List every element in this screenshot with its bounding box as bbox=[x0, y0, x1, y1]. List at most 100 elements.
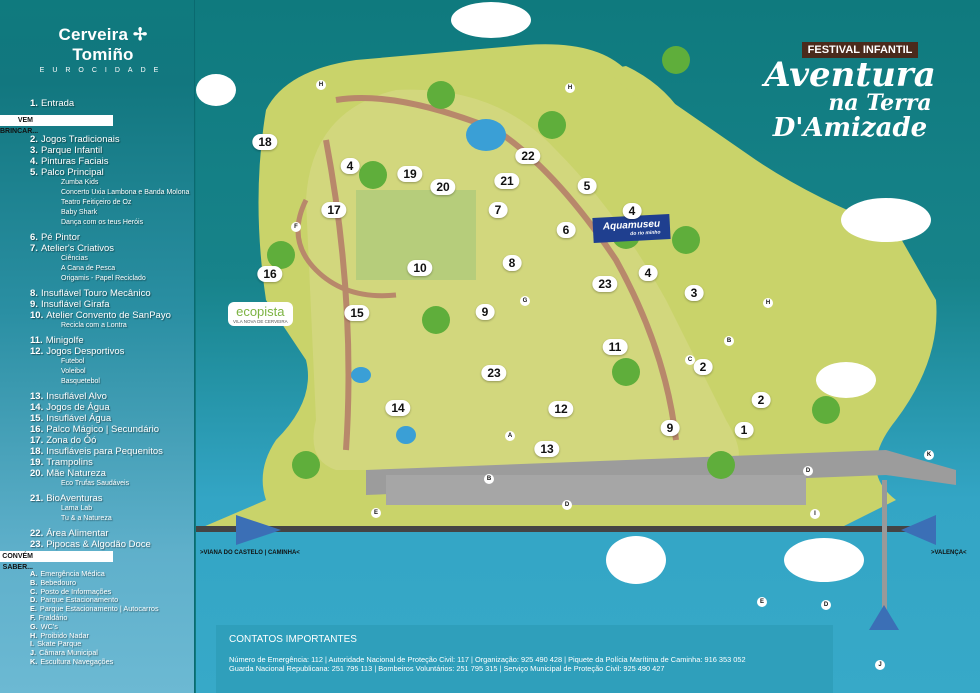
map-marker[interactable]: 13 bbox=[534, 441, 560, 457]
legend-subitem: Eco Trufas Saudáveis bbox=[61, 480, 130, 487]
service-marker[interactable]: F bbox=[291, 222, 301, 232]
map-marker[interactable]: 11 bbox=[602, 339, 628, 355]
map-marker[interactable]: 18 bbox=[252, 134, 278, 150]
map-marker[interactable]: 21 bbox=[494, 173, 520, 189]
contacts-line-2: Guarda Nacional Republicana: 251 795 113… bbox=[229, 664, 665, 673]
service-marker[interactable]: E bbox=[757, 597, 767, 607]
legend-item: 9.Insuflável Girafa bbox=[30, 299, 110, 310]
legend-item: 16.Palco Mágico | Secundário bbox=[30, 424, 160, 435]
map-marker[interactable]: 4 bbox=[340, 158, 360, 174]
service-marker[interactable]: K bbox=[924, 450, 934, 460]
map-marker[interactable]: 23 bbox=[481, 365, 507, 381]
legend-subitem: Voleibol bbox=[61, 368, 86, 375]
map-marker[interactable]: 8 bbox=[502, 255, 522, 271]
map-marker[interactable]: 15 bbox=[344, 305, 370, 321]
legend-item-entrada: 1.Entrada bbox=[30, 98, 75, 109]
service-marker[interactable]: C bbox=[685, 355, 695, 365]
legend-service: F.Fraldário bbox=[30, 612, 68, 622]
map-marker[interactable]: 23 bbox=[592, 276, 618, 292]
service-marker[interactable]: B bbox=[484, 474, 494, 484]
legend-item: 23.Pipocas & Algodão Doce bbox=[30, 539, 151, 550]
legend-subitem: Futebol bbox=[61, 358, 85, 365]
map-marker[interactable]: 1 bbox=[734, 422, 754, 438]
service-marker[interactable]: D bbox=[821, 600, 831, 610]
legend-item: 22.Área Alimentar bbox=[30, 528, 109, 539]
legend-item: 11.Minigolfe bbox=[30, 335, 84, 346]
logo: Cerveira ✢ Tomiño EUROCIDADE bbox=[28, 25, 178, 74]
contacts-line-1: Número de Emergência: 112 | Autoridade N… bbox=[229, 655, 746, 664]
legend-item: 19.Trampolins bbox=[30, 457, 93, 468]
map-marker[interactable]: 12 bbox=[548, 401, 574, 417]
map-marker[interactable]: 4 bbox=[622, 203, 642, 219]
map-marker[interactable]: 2 bbox=[751, 392, 771, 408]
legend-item: 4.Pinturas Faciais bbox=[30, 156, 109, 167]
legend-subitem: Dança com os teus Heróis bbox=[61, 219, 144, 226]
title-line-2: na Terra bbox=[828, 90, 932, 116]
legend-subitem: Concerto Uxia Lambona e Banda Molona bbox=[61, 189, 190, 196]
legend-subitem: Lama Lab bbox=[61, 505, 93, 512]
legend-item: 17.Zona do Óó bbox=[30, 435, 97, 446]
map-marker[interactable]: 3 bbox=[684, 285, 704, 301]
legend-service: I.Skate Parque bbox=[30, 639, 82, 649]
legend-service: B.Bebedouro bbox=[30, 577, 77, 587]
service-marker[interactable]: H bbox=[763, 298, 773, 308]
map-marker[interactable]: 6 bbox=[556, 222, 576, 238]
legend-subitem: Baby Shark bbox=[61, 209, 98, 216]
map-marker[interactable]: 20 bbox=[430, 179, 456, 195]
title-line-1: Aventura bbox=[764, 55, 936, 95]
title-line-3: D'Amizade bbox=[772, 113, 928, 143]
legend-subitem: Teatro Feitiçeiro de Oz bbox=[61, 199, 132, 206]
legend-item: 20.Mãe Natureza bbox=[30, 468, 106, 479]
legend-service: E.Parque Estacionamento | Autocarros bbox=[30, 604, 159, 614]
service-marker[interactable]: A bbox=[505, 431, 515, 441]
legend-service: A.Emergência Médica bbox=[30, 569, 105, 578]
service-marker[interactable]: H bbox=[565, 83, 575, 93]
map-marker[interactable]: 16 bbox=[257, 266, 283, 282]
legend-service: G.WC's bbox=[30, 621, 58, 631]
map-marker[interactable]: 22 bbox=[515, 148, 541, 164]
legend-item: 5.Palco Principal bbox=[30, 167, 104, 178]
legend-service: D.Parque Estacionamento bbox=[30, 595, 119, 605]
service-marker[interactable]: E bbox=[371, 508, 381, 518]
map-marker[interactable]: 14 bbox=[385, 400, 411, 416]
map-marker[interactable]: 9 bbox=[475, 304, 495, 320]
service-marker[interactable]: G bbox=[520, 296, 530, 306]
legend-service: J.Câmara Municipal bbox=[30, 648, 98, 658]
service-marker[interactable]: H bbox=[316, 80, 326, 90]
legend-item: 7.Atelier's Criativos bbox=[30, 243, 115, 254]
map-marker[interactable]: 17 bbox=[321, 202, 347, 218]
legend-service: K.Escultura Navegações bbox=[30, 656, 114, 666]
map-marker[interactable]: 4 bbox=[638, 265, 658, 281]
section-header: CONVÉM SABER... bbox=[0, 551, 113, 571]
legend-service: C.Posto de Informações bbox=[30, 586, 112, 596]
legend-item: 8.Insuflável Touro Mecânico bbox=[30, 288, 151, 299]
service-marker[interactable]: D bbox=[803, 466, 813, 476]
service-marker[interactable]: D bbox=[562, 500, 572, 510]
legend-item: 15.Insuflável Água bbox=[30, 413, 112, 424]
service-marker[interactable]: J bbox=[875, 660, 885, 670]
section-header: VEM BRINCAR... bbox=[0, 115, 113, 135]
legend-item: 13.Insuflável Alvo bbox=[30, 391, 107, 402]
direction-west-label: >VIANA DO CASTELO | CAMINHA< bbox=[200, 550, 300, 556]
service-marker[interactable]: I bbox=[810, 509, 820, 519]
map-land bbox=[196, 2, 956, 630]
legend-item: 2.Jogos Tradicionais bbox=[30, 134, 120, 145]
map-marker[interactable]: 19 bbox=[397, 166, 423, 182]
map-marker[interactable]: 9 bbox=[660, 420, 680, 436]
legend-service: H.Proibido Nadar bbox=[30, 630, 89, 640]
legend-subitem: Basquetebol bbox=[61, 378, 100, 385]
legend-subitem: Tu & a Natureza bbox=[61, 515, 112, 522]
service-marker[interactable]: B bbox=[724, 336, 734, 346]
map-marker[interactable]: 7 bbox=[488, 202, 508, 218]
direction-east-label: >VALENÇA< bbox=[931, 550, 967, 556]
legend-subitem: Origamis - Papel Reciclado bbox=[61, 275, 146, 282]
map-marker[interactable]: 2 bbox=[693, 359, 713, 375]
logo-tagline: EUROCIDADE bbox=[39, 67, 167, 74]
legend-sidebar: Cerveira ✢ Tomiño EUROCIDADE 1.Entrada V… bbox=[0, 0, 195, 693]
map-marker[interactable]: 10 bbox=[407, 260, 433, 276]
legend-subitem: Zumba Kids bbox=[61, 179, 99, 186]
legend-item: 3.Parque Infantil bbox=[30, 145, 103, 156]
map-marker[interactable]: 5 bbox=[577, 178, 597, 194]
legend-subitem: A Cana de Pesca bbox=[61, 265, 116, 272]
